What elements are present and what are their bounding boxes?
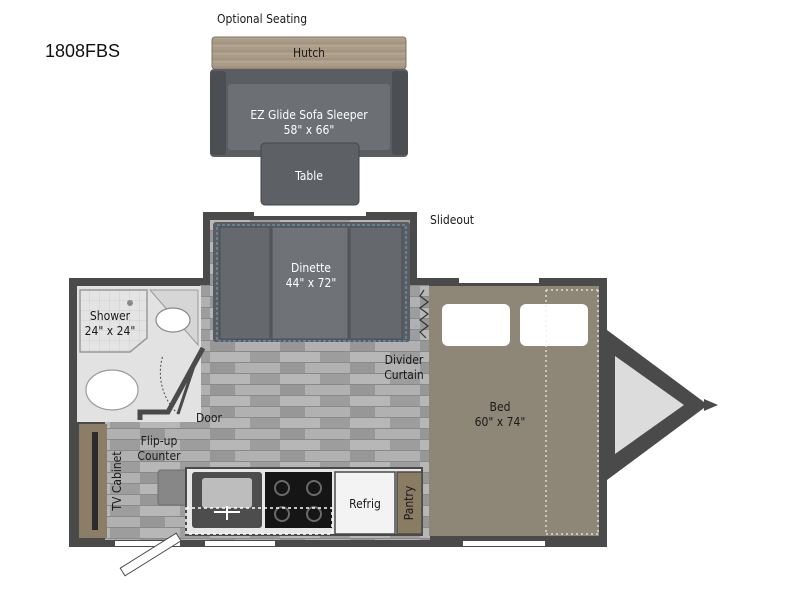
- bathroom-sink: [148, 289, 199, 347]
- curtain-label: Curtain: [384, 368, 424, 382]
- optional-seating-label: Optional Seating: [217, 12, 307, 26]
- optional-seating-group: [210, 36, 408, 206]
- window-bottom-1: [115, 541, 180, 546]
- divider-curtain: [415, 289, 429, 342]
- sofa-sleeper-arm-left: [210, 71, 226, 155]
- dinette-size-label: 44" x 72": [286, 276, 337, 290]
- table-label: Table: [294, 169, 323, 183]
- pillow-right: [520, 304, 588, 346]
- slideout-label: Slideout: [430, 213, 474, 227]
- window-bottom-2: [205, 541, 275, 546]
- shower: [79, 289, 148, 353]
- burner-4: [306, 506, 322, 522]
- divider-label: Divider: [385, 353, 424, 367]
- counter-label: Counter: [137, 449, 181, 463]
- sofa-sleeper-arm-right: [392, 71, 408, 155]
- refrigerator: [334, 471, 396, 535]
- bed-label: Bed: [490, 400, 511, 414]
- dinette-table: [271, 226, 349, 340]
- flip-up-label: Flip-up: [141, 434, 178, 448]
- door-label: Door: [196, 411, 223, 425]
- bathroom-wall: [137, 346, 206, 420]
- burner-1: [274, 480, 290, 496]
- table: [260, 142, 360, 206]
- pantry: [396, 471, 423, 535]
- galley: [185, 467, 423, 536]
- window-front: [459, 278, 539, 283]
- burner-3: [274, 506, 290, 522]
- window-bottom-3: [463, 541, 545, 546]
- entry-door: [119, 532, 182, 577]
- toilet: [85, 369, 139, 411]
- flip-up-counter: [157, 469, 189, 506]
- bathroom-door: [176, 359, 198, 415]
- shower-size-label: 24" x 24": [85, 324, 136, 338]
- sofa-size-label: 58" x 66": [284, 123, 335, 137]
- refrig-label: Refrig: [349, 497, 381, 511]
- bed-size-label: 60" x 74": [475, 415, 526, 429]
- cooktop: [265, 472, 332, 528]
- shower-label: Shower: [90, 309, 131, 323]
- sofa-label: EZ Glide Sofa Sleeper: [250, 108, 368, 122]
- hitch: [607, 330, 718, 480]
- tv-cabinet: [79, 424, 107, 538]
- pillow-left: [442, 304, 510, 346]
- sofa-sleeper-seat: [228, 84, 390, 150]
- burner-2: [306, 480, 322, 496]
- bed: [429, 286, 599, 536]
- dinette-label: Dinette: [291, 261, 331, 275]
- pantry-label: Pantry: [402, 485, 416, 520]
- dinette: [213, 222, 410, 342]
- model-number: 1808FBS: [45, 41, 120, 61]
- hutch-label: Hutch: [293, 46, 325, 60]
- shower-drain: [127, 300, 133, 306]
- tv-cabinet-label: TV Cabinet: [110, 451, 124, 511]
